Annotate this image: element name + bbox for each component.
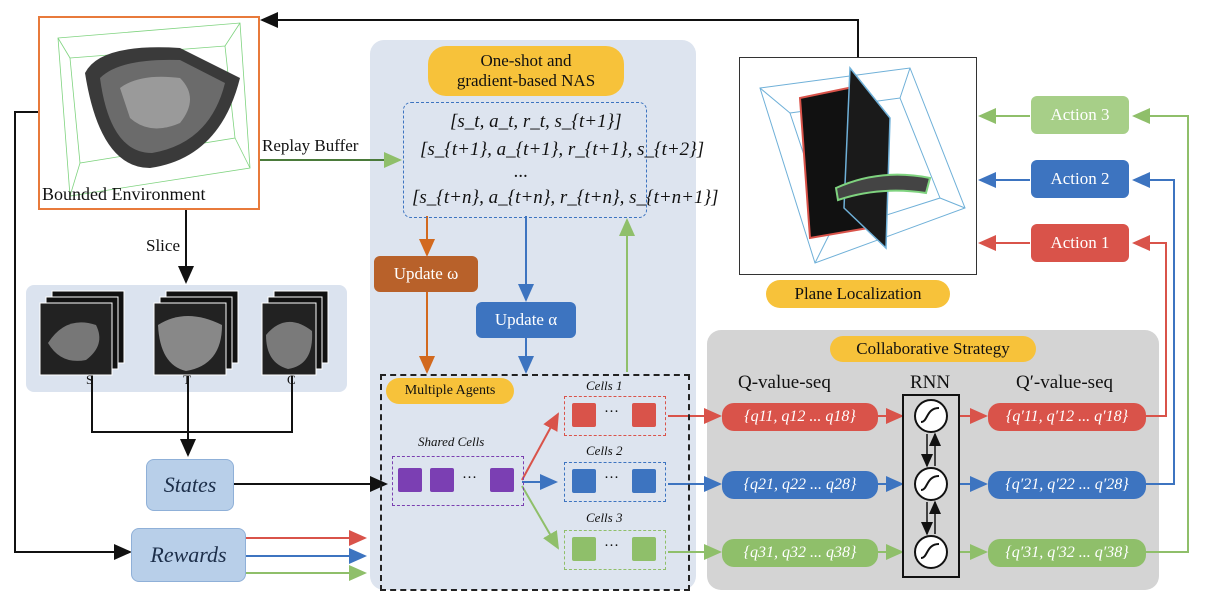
slice-stack-c [261,290,329,376]
shared-cell-cube [490,468,514,492]
shared-cells-box [392,456,524,506]
rnn-cell-2 [914,467,948,501]
rnn-block [902,394,960,578]
rnn-header: RNN [910,372,951,393]
multiple-agents-badge: Multiple Agents [386,378,514,404]
replay-buffer-label: Replay Buffer [262,136,359,155]
q-seq-1: {q11, q12 ... q18} [722,403,878,431]
buffer-line-2: [s_{t+1}, a_{t+1}, r_{t+1}, s_{t+2}] [420,139,705,160]
ultrasound-volume-image [57,22,251,197]
replay-buffer-box: [s_t, a_t, r_t, s_{t+1}] [s_{t+1}, a_{t+… [403,102,718,218]
cells-1-ellipsis: ··· [604,404,619,420]
cells-3-box [564,530,666,570]
slice-stack-s [39,290,125,376]
slice-stack-t [153,290,239,376]
q-prime-seq-1: {q′11, q′12 ... q′18} [988,403,1146,431]
q-value-seq-header: Q-value-seq [738,372,831,393]
action-1-box: Action 1 [1031,224,1129,262]
q-prime-seq-2: {q′21, q′22 ... q′28} [988,471,1146,499]
action-3-box: Action 3 [1031,96,1129,134]
collaborative-strategy-badge: Collaborative Strategy [830,336,1036,362]
nas-title-line2: gradient-based NAS [456,71,596,90]
cell-2-cube [572,469,596,493]
cell-3-cube [632,537,656,561]
update-alpha-box: Update α [476,302,576,338]
nas-title-line1: One-shot and [480,51,572,70]
bounded-environment-label: Bounded Environment [42,184,206,204]
rnn-cell-3 [914,535,948,569]
q-prime-value-seq-header: Q′-value-seq [1016,372,1114,393]
plane-localization-badge: Plane Localization [766,280,950,308]
cell-3-cube [572,537,596,561]
view-label-c: C [287,372,296,387]
cells-3-ellipsis: ··· [604,538,619,554]
cells-1-label: Cells 1 [586,378,623,393]
cells-3-label: Cells 3 [586,510,623,525]
shared-cells-label: Shared Cells [418,434,485,449]
shared-cell-cube [398,468,422,492]
q-seq-2: {q21, q22 ... q28} [722,471,878,499]
bounded-environment-box: Bounded Environment [38,16,260,210]
view-label-s: S [86,372,94,387]
shared-cell-cube [430,468,454,492]
cell-1-cube [632,403,656,427]
plane-localization-view [739,57,977,275]
shared-cells-ellipsis: ··· [462,470,477,486]
rnn-cell-1 [914,399,948,433]
view-label-t: T [183,372,191,387]
states-box: States [146,459,234,511]
buffer-line-1: [s_t, a_t, r_t, s_{t+1}] [450,111,622,132]
rewards-box: Rewards [131,528,246,582]
plane-localization-image [759,65,966,264]
cells-2-ellipsis: ··· [604,470,619,486]
action-2-box: Action 2 [1031,160,1129,198]
nas-title-badge: One-shot and gradient-based NAS [428,46,624,96]
cells-2-label: Cells 2 [586,443,623,458]
cell-2-cube [632,469,656,493]
cells-2-box [564,462,666,502]
slice-stacks [39,290,329,376]
buffer-line-4: [s_{t+n}, a_{t+n}, r_{t+n}, s_{t+n+1}] [412,187,719,208]
cells-1-box [564,396,666,436]
q-seq-3: {q31, q32 ... q38} [722,539,878,567]
multiple-agents-box [380,374,690,591]
update-omega-box: Update ω [374,256,478,292]
cell-1-cube [572,403,596,427]
buffer-line-3: ... [514,161,529,182]
q-prime-seq-3: {q′31, q′32 ... q′38} [988,539,1146,567]
slice-label: Slice [146,236,180,255]
